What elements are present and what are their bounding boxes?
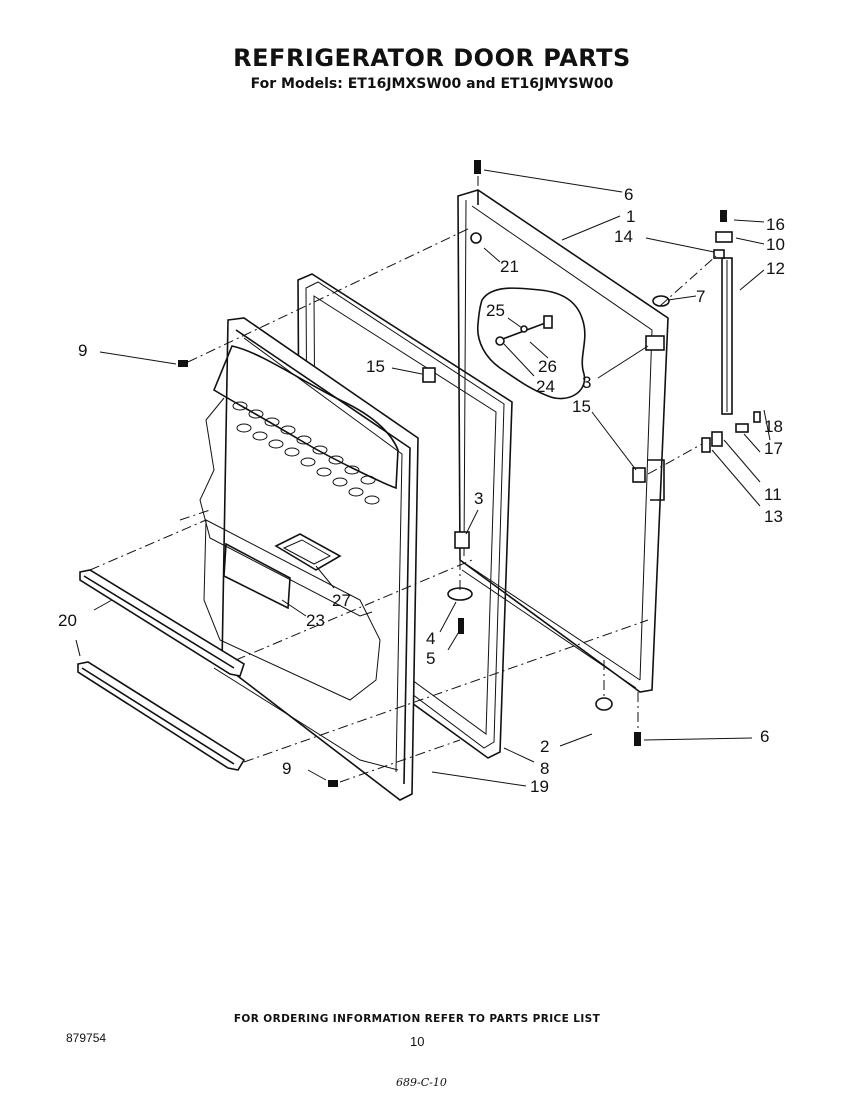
callout-23: 23 — [306, 611, 325, 630]
inner-door-liner — [199, 317, 419, 801]
leader-lines — [75, 169, 771, 787]
ordering-note: FOR ORDERING INFORMATION REFER TO PARTS … — [233, 1013, 601, 1025]
callout-27: 27 — [332, 591, 351, 610]
callout-10: 10 — [766, 235, 785, 254]
callout-4: 4 — [426, 629, 435, 648]
callout-9-lower: 9 — [282, 759, 291, 778]
callout-13: 13 — [764, 507, 783, 526]
callout-24: 24 — [536, 377, 555, 396]
shelf-bars — [77, 569, 246, 771]
egg-tray — [232, 401, 380, 505]
callout-15-left: 15 — [366, 357, 385, 376]
page-title: REFRIGERATOR DOOR PARTS — [233, 44, 631, 72]
callout-17: 17 — [764, 439, 783, 458]
callout-12: 12 — [766, 259, 785, 278]
model-subtitle: For Models: ET16JMXSW00 and ET16JMYSW00 — [250, 76, 614, 92]
handwritten-note: 689-C-10 — [396, 1076, 447, 1089]
callout-15-right: 15 — [572, 397, 591, 416]
callout-18: 18 — [764, 417, 783, 436]
callout-20: 20 — [58, 611, 77, 630]
callout-6-top: 6 — [624, 185, 633, 204]
callout-19: 19 — [530, 777, 549, 796]
callout-11: 11 — [764, 485, 782, 504]
callout-3-lower: 3 — [474, 489, 483, 508]
callout-26: 26 — [538, 357, 557, 376]
callout-9-upper: 9 — [78, 341, 87, 360]
callout-14: 14 — [614, 227, 633, 246]
page-number: 10 — [410, 1034, 425, 1049]
callout-8: 8 — [540, 759, 549, 778]
callout-labels: 1 2 3 3 4 5 6 6 7 8 9 9 10 11 12 13 14 1… — [58, 185, 785, 796]
callout-5: 5 — [426, 649, 435, 668]
hinge-hardware — [178, 160, 761, 787]
callout-21: 21 — [500, 257, 519, 276]
callout-16: 16 — [766, 215, 785, 234]
callout-1: 1 — [626, 207, 635, 226]
callout-6-bottom: 6 — [760, 727, 769, 746]
callout-2: 2 — [540, 737, 549, 756]
document-number: 879754 — [66, 1031, 107, 1045]
callout-7: 7 — [696, 287, 705, 306]
assembly-lines — [89, 176, 717, 783]
callout-3-upper: 3 — [582, 373, 591, 392]
callout-25: 25 — [486, 301, 505, 320]
